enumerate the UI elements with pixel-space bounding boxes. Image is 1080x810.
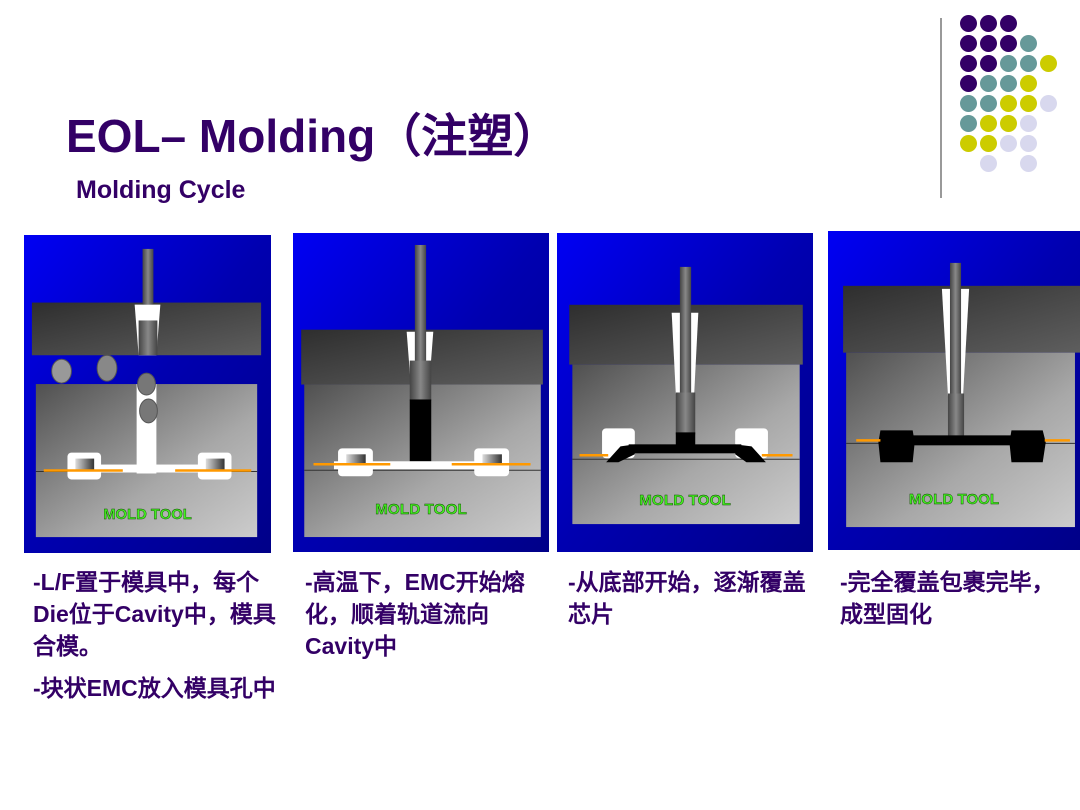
slide-title: EOL– Molding（注塑） bbox=[66, 110, 560, 162]
decorative-dot bbox=[1020, 35, 1037, 52]
decorative-dot bbox=[980, 95, 997, 112]
step-4-caption: -完全覆盖包裹完毕，成型固化 bbox=[840, 566, 1075, 640]
decorative-dot bbox=[1000, 135, 1017, 152]
decorative-dot bbox=[1040, 95, 1057, 112]
decorative-dot bbox=[960, 135, 977, 152]
decorative-dot bbox=[980, 135, 997, 152]
caption-text: -块状EMC放入模具孔中 bbox=[33, 675, 276, 701]
decorative-dot bbox=[1020, 55, 1037, 72]
decorative-dot bbox=[980, 15, 997, 32]
decorative-dot bbox=[1000, 35, 1017, 52]
molding-step-1-illustration: MOLD TOOL bbox=[24, 235, 271, 553]
decorative-dot bbox=[960, 75, 977, 92]
decorative-dot bbox=[1020, 135, 1037, 152]
divider-line bbox=[940, 18, 942, 198]
molding-step-3-illustration: MOLD TOOL bbox=[557, 233, 813, 552]
slide-subtitle: Molding Cycle bbox=[76, 176, 246, 204]
decorative-dot bbox=[1020, 75, 1037, 92]
decorative-dot bbox=[980, 35, 997, 52]
decorative-dot bbox=[960, 95, 977, 112]
decorative-dot bbox=[1000, 115, 1017, 132]
decorative-dot bbox=[1000, 55, 1017, 72]
decorative-dot bbox=[1020, 95, 1037, 112]
step-2-caption: -高温下，EMC开始熔化，顺着轨道流向Cavity中 bbox=[305, 566, 545, 672]
caption-text: -高温下，EMC开始熔化，顺着轨道流向Cavity中 bbox=[305, 569, 525, 659]
step-1-caption: -L/F置于模具中，每个Die位于Cavity中，模具合模。 -块状EMC放入模… bbox=[33, 566, 278, 714]
decorative-dot bbox=[980, 155, 997, 172]
decorative-dot bbox=[980, 55, 997, 72]
decorative-dot bbox=[1020, 155, 1037, 172]
molding-step-2-illustration: MOLD TOOL bbox=[293, 233, 549, 552]
decorative-dot bbox=[1000, 75, 1017, 92]
mold-tool-label: MOLD TOOL bbox=[639, 492, 731, 509]
decorative-dot bbox=[1000, 15, 1017, 32]
step-3-caption: -从底部开始，逐渐覆盖芯片 bbox=[568, 566, 808, 640]
decorative-dot bbox=[960, 15, 977, 32]
decorative-dot bbox=[960, 115, 977, 132]
decorative-dot bbox=[1020, 115, 1037, 132]
mold-tool-label: MOLD TOOL bbox=[375, 501, 467, 518]
decorative-dot bbox=[1000, 95, 1017, 112]
decorative-dot bbox=[980, 75, 997, 92]
decorative-dot bbox=[960, 35, 977, 52]
molding-step-4-illustration: MOLD TOOL bbox=[828, 231, 1080, 550]
caption-text: -L/F置于模具中，每个Die位于Cavity中，模具合模。 bbox=[33, 569, 276, 659]
decorative-dot bbox=[960, 55, 977, 72]
caption-text: -完全覆盖包裹完毕，成型固化 bbox=[840, 569, 1055, 627]
decorative-dot bbox=[1040, 55, 1057, 72]
caption-text: -从底部开始，逐渐覆盖芯片 bbox=[568, 569, 806, 627]
decorative-dot bbox=[980, 115, 997, 132]
mold-tool-label: MOLD TOOL bbox=[909, 491, 999, 508]
mold-tool-label: MOLD TOOL bbox=[103, 507, 192, 523]
